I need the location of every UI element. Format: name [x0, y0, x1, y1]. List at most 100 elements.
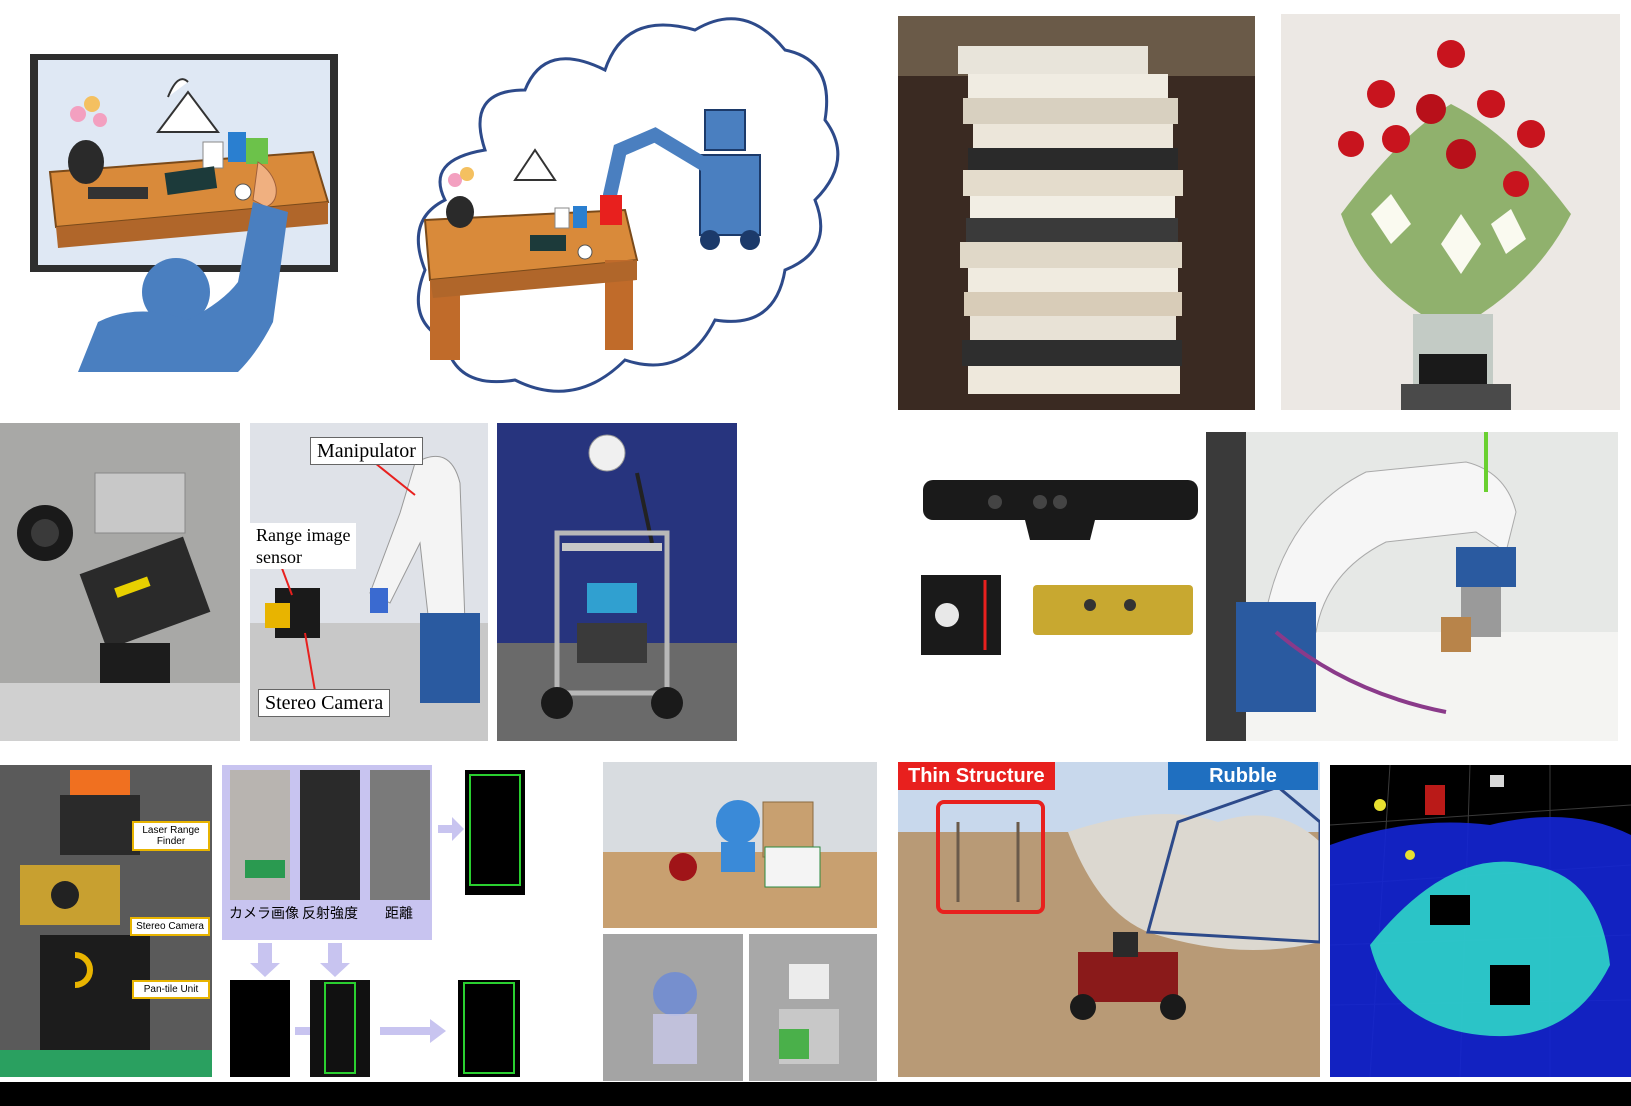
green-object — [245, 860, 285, 878]
vase-stones — [1419, 354, 1487, 384]
book-icon — [246, 138, 268, 164]
camera-closeup-svg — [0, 423, 240, 741]
book-spine — [973, 124, 1173, 148]
camera-image-tile — [230, 770, 290, 900]
reconstruction-front-svg — [603, 934, 743, 1081]
manipulator-photo: Manipulator Range image sensor Stereo Ca… — [250, 423, 488, 741]
voxel-body — [653, 1014, 697, 1064]
camera-image-label: カメラ画像 — [229, 906, 299, 922]
foliage — [1341, 104, 1571, 314]
book-icon — [164, 166, 218, 195]
reflectance-tile — [300, 770, 360, 900]
robot-arm — [369, 455, 466, 634]
book-spine — [962, 340, 1182, 366]
robot-wheel — [700, 230, 720, 250]
mobile-robot-svg — [497, 423, 737, 741]
dome-camera-icon — [588, 434, 626, 472]
manipulator-svg — [250, 423, 488, 741]
point-yellow — [1405, 850, 1415, 860]
doll-body — [721, 842, 755, 872]
hand-icon — [252, 161, 277, 208]
rose-icon — [1367, 80, 1395, 108]
point-cloud-svg — [1330, 765, 1631, 1077]
rubble-field-photo: Thin Structure Rubble — [898, 762, 1320, 1077]
book-spine — [968, 148, 1178, 170]
rose-icon — [1446, 139, 1476, 169]
wheel-icon — [541, 687, 573, 719]
denso-svg — [1206, 432, 1618, 741]
rose-icon — [1338, 131, 1364, 157]
flowers-photo — [1281, 14, 1620, 410]
teleop-svg — [30, 54, 338, 372]
mobile-robot-photo — [497, 423, 737, 741]
occlusion-shadow — [1490, 965, 1530, 1005]
arrow-down-icon — [250, 943, 280, 977]
flower-icon — [448, 173, 462, 187]
stereo-camera-box — [1033, 585, 1193, 635]
robot-controller — [1236, 602, 1316, 712]
pointer-line — [374, 462, 416, 496]
range-sensor-label: Range image sensor — [250, 523, 357, 569]
kinect-lens-icon — [1033, 495, 1047, 509]
masked-reflectance-tile — [310, 980, 370, 1077]
reconstruction-front — [603, 934, 743, 1081]
camera-lens-icon — [31, 519, 59, 547]
sensor-device — [265, 603, 290, 628]
pipeline-svg — [222, 765, 525, 1077]
laser-range-finder-label: Laser Range Finder — [132, 821, 210, 851]
book-spine — [970, 316, 1176, 340]
point-cloud-view — [1330, 765, 1631, 1077]
cup-icon — [234, 183, 252, 201]
point-yellow — [1374, 799, 1386, 811]
lrf-top — [70, 770, 130, 795]
hanger-icon — [156, 78, 220, 133]
floor — [0, 683, 240, 741]
robot-base — [420, 613, 480, 703]
robot-arm — [603, 127, 712, 202]
tof-lens-icon — [935, 603, 959, 627]
book-spine — [963, 170, 1183, 196]
lrf-body — [60, 795, 140, 855]
rover-sensor — [1113, 932, 1138, 957]
rose-icon — [1503, 171, 1529, 197]
books-photo — [898, 16, 1255, 410]
final-result-tile — [458, 980, 520, 1077]
grasped-box — [1441, 617, 1471, 652]
lily-icon — [1491, 209, 1526, 254]
glass-icon — [554, 207, 570, 229]
book-icon — [530, 235, 566, 251]
sensor-head-photo: Laser Range Finder Stereo Camera Pan-til… — [0, 765, 212, 1077]
end-effector — [370, 588, 388, 613]
flower-icon — [460, 167, 474, 181]
glass-icon — [202, 141, 224, 169]
rose-icon — [1382, 125, 1410, 153]
cup-icon — [577, 244, 593, 260]
tof-camera — [921, 575, 1001, 655]
stereo-camera-small-label: Stereo Camera — [130, 917, 210, 936]
flower-icon — [70, 106, 86, 122]
kinect-base — [1025, 520, 1095, 540]
rotation-arrow-icon — [74, 952, 93, 988]
rose-icon — [1517, 120, 1545, 148]
stereo-lens-icon — [1084, 599, 1096, 611]
distance-label: 距離 — [385, 906, 413, 922]
book-spine — [966, 218, 1178, 242]
rubble-svg — [898, 762, 1320, 1077]
book-spine — [963, 98, 1178, 124]
camera-closeup-photo — [0, 423, 240, 741]
rover-body — [1078, 952, 1178, 1002]
stereo-lens-icon — [1124, 599, 1136, 611]
book-spine — [964, 292, 1182, 316]
voxel-green — [779, 1029, 809, 1059]
table-front — [430, 260, 637, 298]
person-body — [78, 202, 288, 372]
wheel-icon — [1070, 994, 1096, 1020]
mask-tile — [230, 980, 290, 1077]
sensors-svg — [921, 480, 1198, 655]
rubble-banner: Rubble — [1168, 762, 1318, 790]
thought-cloud-svg — [416, 17, 840, 393]
robot-electronics — [577, 623, 647, 663]
thin-structure-outline — [936, 800, 1045, 914]
denso-arm-photo — [1206, 432, 1618, 741]
tissue-box — [764, 846, 821, 888]
